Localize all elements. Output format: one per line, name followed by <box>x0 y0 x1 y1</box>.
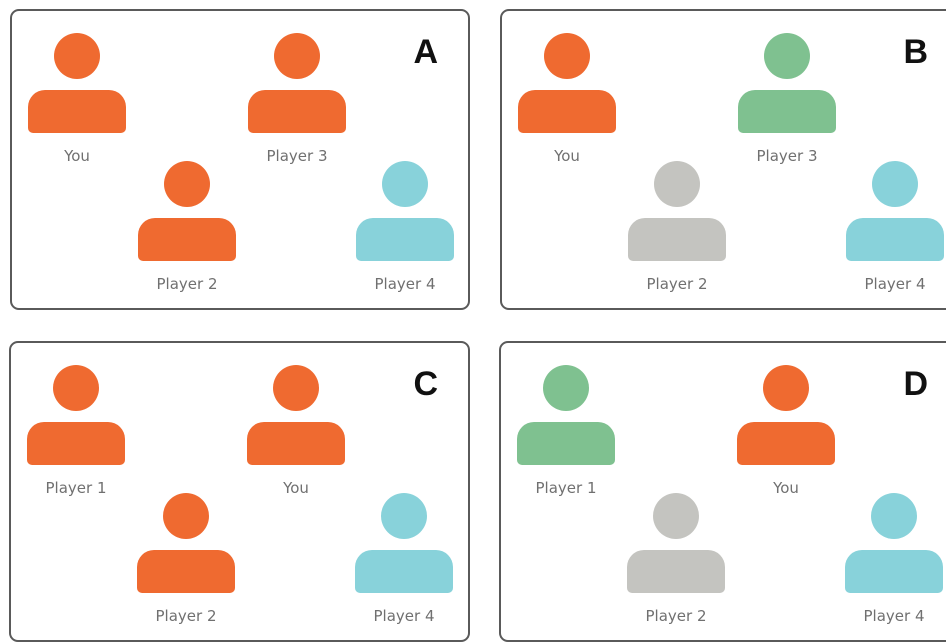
person-body-icon <box>737 422 835 465</box>
person-body-icon <box>628 218 726 261</box>
player-bottom-right: Player 4 <box>846 161 944 293</box>
person-body-icon <box>846 218 944 261</box>
panel-a: A You Player 3 Player 2 Player 4 <box>10 9 470 310</box>
person-head-icon <box>273 365 319 411</box>
person-body-icon <box>355 550 453 593</box>
player-top-left: Player 1 <box>517 365 615 497</box>
player-label: Player 1 <box>45 479 107 497</box>
person-head-icon <box>54 33 100 79</box>
panel-b: B You Player 3 Player 2 Player 4 <box>500 9 946 310</box>
person-head-icon <box>382 161 428 207</box>
player-label: Player 4 <box>864 275 926 293</box>
player-top-left: You <box>28 33 126 165</box>
person-head-icon <box>163 493 209 539</box>
person-head-icon <box>274 33 320 79</box>
person-body-icon <box>627 550 725 593</box>
player-label: Player 2 <box>155 607 217 625</box>
person-body-icon <box>738 90 836 133</box>
player-top-right: Player 3 <box>248 33 346 165</box>
person-head-icon <box>872 161 918 207</box>
person-body-icon <box>247 422 345 465</box>
panel-letter: B <box>903 33 928 71</box>
player-label: Player 4 <box>863 607 925 625</box>
person-body-icon <box>248 90 346 133</box>
person-head-icon <box>654 161 700 207</box>
person-body-icon <box>137 550 235 593</box>
player-bottom-right: Player 4 <box>356 161 454 293</box>
player-label: Player 4 <box>374 275 436 293</box>
player-label: You <box>64 147 90 165</box>
person-body-icon <box>517 422 615 465</box>
player-label: Player 2 <box>645 607 707 625</box>
person-head-icon <box>764 33 810 79</box>
player-label: Player 3 <box>266 147 328 165</box>
person-head-icon <box>871 493 917 539</box>
person-body-icon <box>28 90 126 133</box>
player-top-right: You <box>737 365 835 497</box>
person-head-icon <box>164 161 210 207</box>
player-label: You <box>283 479 309 497</box>
player-top-right: Player 3 <box>738 33 836 165</box>
player-top-right: You <box>247 365 345 497</box>
person-body-icon <box>27 422 125 465</box>
person-body-icon <box>138 218 236 261</box>
player-label: Player 1 <box>535 479 597 497</box>
player-bottom-middle: Player 2 <box>627 493 725 625</box>
player-label: Player 4 <box>373 607 435 625</box>
player-label: Player 3 <box>756 147 818 165</box>
person-body-icon <box>845 550 943 593</box>
player-bottom-right: Player 4 <box>355 493 453 625</box>
player-bottom-middle: Player 2 <box>137 493 235 625</box>
person-head-icon <box>53 365 99 411</box>
player-bottom-right: Player 4 <box>845 493 943 625</box>
person-head-icon <box>763 365 809 411</box>
panel-letter: D <box>903 365 928 403</box>
player-top-left: You <box>518 33 616 165</box>
player-label: Player 2 <box>156 275 218 293</box>
person-body-icon <box>356 218 454 261</box>
person-head-icon <box>653 493 699 539</box>
person-head-icon <box>381 493 427 539</box>
player-label: You <box>773 479 799 497</box>
person-head-icon <box>543 365 589 411</box>
panel-letter: C <box>413 365 438 403</box>
player-bottom-middle: Player 2 <box>628 161 726 293</box>
person-head-icon <box>544 33 590 79</box>
panel-letter: A <box>413 33 438 71</box>
player-bottom-middle: Player 2 <box>138 161 236 293</box>
player-label: Player 2 <box>646 275 708 293</box>
player-label: You <box>554 147 580 165</box>
player-top-left: Player 1 <box>27 365 125 497</box>
person-body-icon <box>518 90 616 133</box>
